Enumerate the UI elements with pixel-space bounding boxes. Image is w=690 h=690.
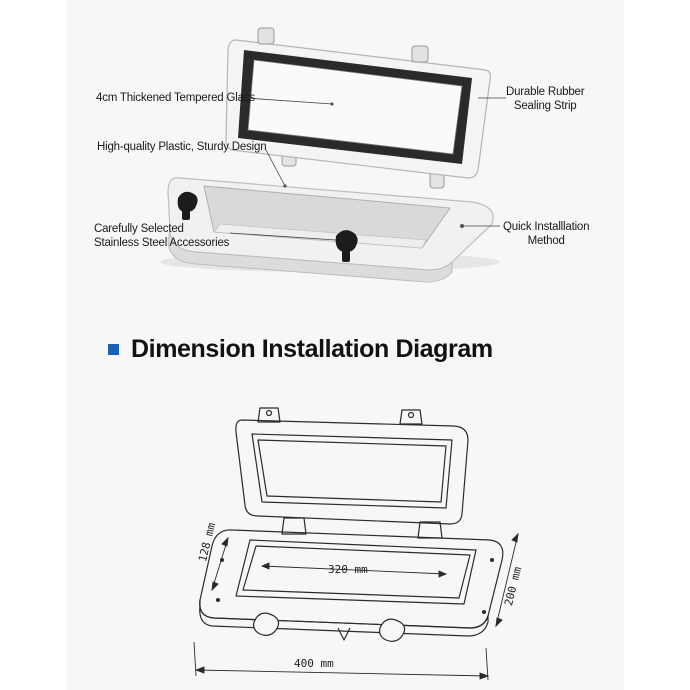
dimension-inner-width: 320 mm	[328, 563, 368, 576]
callout-rubber-strip: Durable Rubber Sealing Strip	[506, 85, 585, 113]
callout-tempered-glass: 4cm Thickened Tempered Glass	[96, 92, 255, 104]
callout-steel-line2: Stainless Steel Accessories	[94, 237, 230, 249]
section-title: Dimension Installation Diagram	[131, 334, 493, 363]
callout-rubber-line1: Durable Rubber	[506, 86, 585, 98]
callout-install-line2: Method	[527, 235, 565, 247]
hatch-product-illustration	[160, 27, 506, 283]
callout-plastic-design: High-quality Plastic, Sturdy Design	[97, 141, 267, 153]
callout-rubber-line2: Sealing Strip	[513, 100, 577, 112]
callout-install-line1: Quick Installlation	[503, 221, 590, 233]
callout-steel-line1: Carefully Selected	[94, 223, 184, 235]
dimension-outer-width: 400 mm	[294, 657, 334, 670]
section-heading: Dimension Installation Diagram	[108, 333, 493, 365]
callout-quick-installation: Quick Installlation Method	[503, 220, 590, 248]
callout-steel-accessories: Carefully Selected Stainless Steel Acces…	[94, 222, 229, 250]
section-bullet-icon	[108, 343, 119, 355]
